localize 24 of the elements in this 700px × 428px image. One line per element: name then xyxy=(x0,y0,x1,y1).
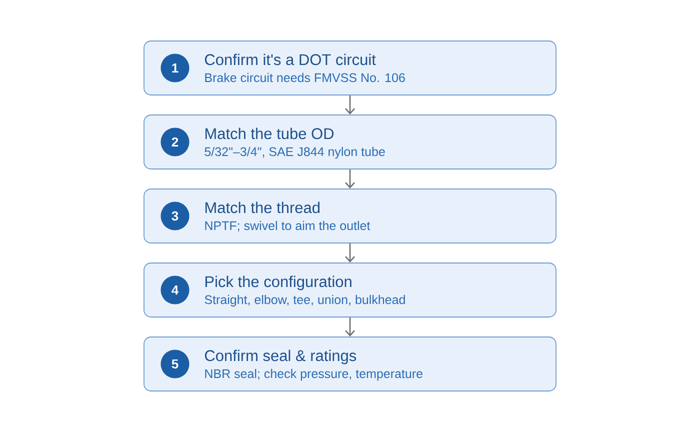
arrow xyxy=(345,95,355,115)
number-badge: 1 xyxy=(160,54,190,82)
step-description: NPTF; swivel to aim the outlet xyxy=(205,220,370,232)
arrow xyxy=(345,243,355,263)
step-description: Straight, elbow, tee, union, bulkhead xyxy=(204,294,405,307)
arrow xyxy=(345,317,355,337)
number-badge: 4 xyxy=(160,276,190,304)
number-badge: 5 xyxy=(160,350,190,378)
number-badge: 3 xyxy=(160,202,190,230)
number-badge: 2 xyxy=(160,128,190,156)
step-title: Match the thread xyxy=(205,202,320,214)
step-description: Brake circuit needs FMVSS No. 106 xyxy=(205,72,405,82)
step-box xyxy=(144,336,556,392)
step-box xyxy=(144,262,556,318)
step-title: Confirm seal & ratings xyxy=(205,350,356,364)
step-box xyxy=(144,188,556,244)
step-box xyxy=(144,114,556,170)
step-description: NBR seal; check pressure, temperature xyxy=(205,368,422,381)
step-description: 5/32"–3/4", SAE J844 nylon tube xyxy=(204,146,385,159)
step-box xyxy=(144,40,556,96)
step-title: Confirm it's a DOT circuit xyxy=(205,54,376,66)
step-title: Pick the configuration xyxy=(205,276,352,290)
arrow xyxy=(345,169,355,189)
step-title: Match the tube OD xyxy=(205,128,334,140)
